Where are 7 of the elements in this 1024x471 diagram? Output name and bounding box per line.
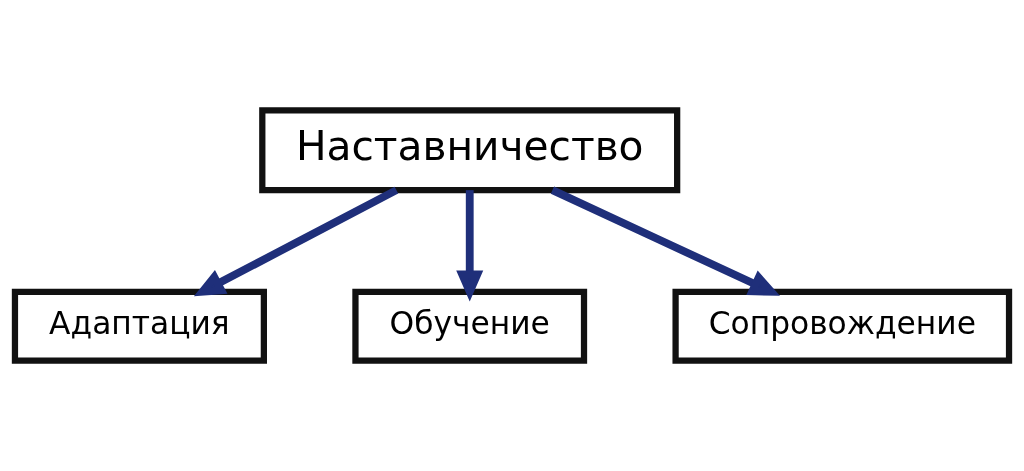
node-box: Наставничество xyxy=(259,107,681,194)
node-box: Обучение xyxy=(352,288,588,364)
node-box: Сопровождение xyxy=(672,288,1013,364)
arrow xyxy=(456,190,484,302)
node-box: Адаптация xyxy=(11,288,267,364)
arrow xyxy=(193,186,399,297)
arrow xyxy=(550,186,780,296)
